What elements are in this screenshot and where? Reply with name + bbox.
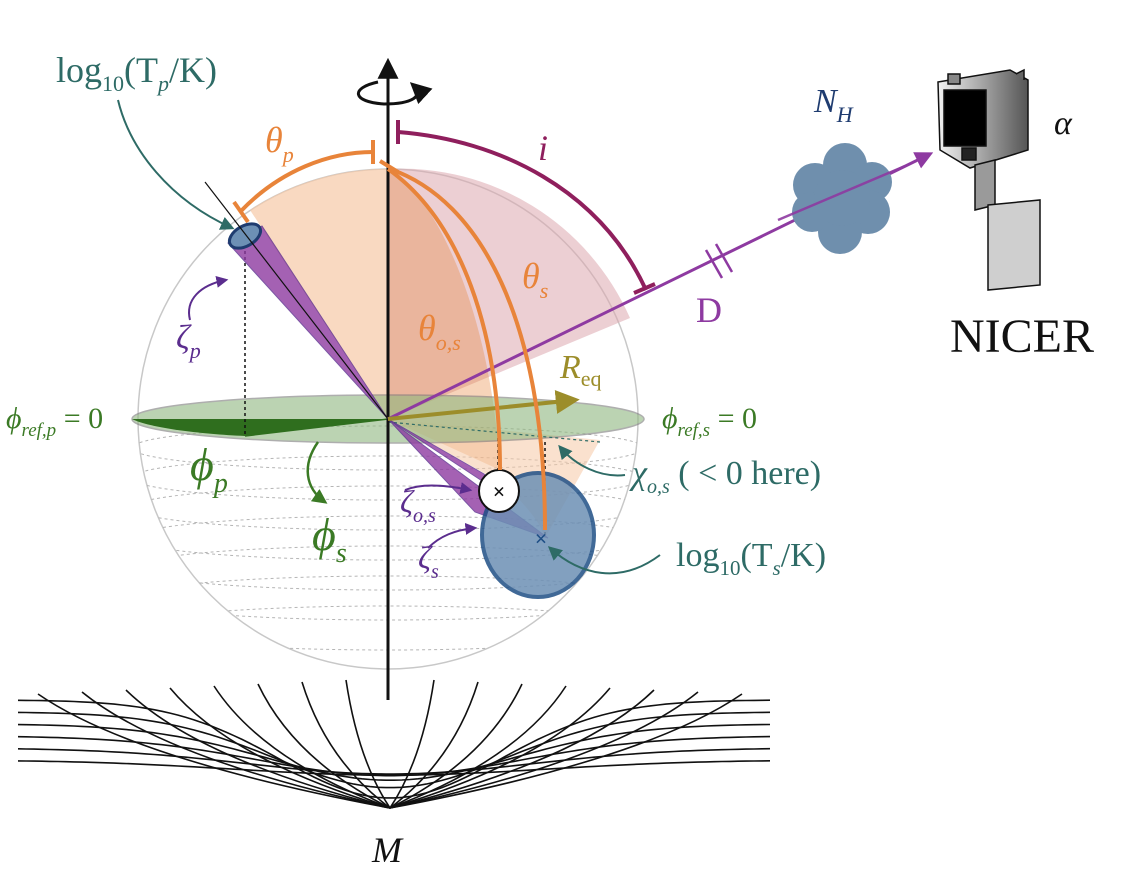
label-theta-p: θp <box>265 120 294 167</box>
svg-text:×: × <box>535 526 548 551</box>
chi-pointer-arrow <box>558 444 626 477</box>
label-phi-ref-s: ϕref,s = 0 <box>662 402 757 441</box>
zeta-s-pointer-arrow <box>427 522 478 549</box>
phi-p-wedge <box>132 419 388 436</box>
label-theta-os: θo,s <box>418 308 461 355</box>
Ts-pointer-arrow <box>547 546 661 575</box>
label-phi-p: ϕp <box>190 439 228 499</box>
label-nicer: NICER <box>950 310 1094 363</box>
Tp-pointer-arrow <box>117 99 235 230</box>
zeta-os-pointer-arrow <box>404 482 473 495</box>
label-alpha: α <box>1054 105 1073 142</box>
phi-s-pointer-arrow <box>306 441 328 504</box>
theta-s-sector <box>388 168 630 419</box>
equatorial-radius-arrow <box>387 390 580 421</box>
absorption-cloud-icon <box>792 143 892 254</box>
theta-p-sector <box>250 168 388 419</box>
label-zeta-p: ζp <box>176 319 201 363</box>
label-log-Tp: log10(Tp/K) <box>56 50 217 96</box>
label-phi-s: ϕs <box>312 509 347 569</box>
label-zeta-s: ζs <box>418 539 439 583</box>
label-mass: M <box>371 830 404 870</box>
theta-s-arc <box>389 167 547 531</box>
label-chi-os: χo,s ( < 0 here) <box>629 455 821 498</box>
label-theta-s: θs <box>522 256 548 303</box>
nicer-telescope-icon <box>937 68 1041 291</box>
label-zeta-os: ζo,s <box>400 483 436 527</box>
theta-os-arc <box>386 167 502 471</box>
svg-text:×: × <box>493 479 506 504</box>
theta-p-arc <box>238 150 374 214</box>
label-NH: NH <box>813 83 854 127</box>
label-inclination: i <box>538 128 548 168</box>
label-distance: D <box>696 290 722 330</box>
label-Req: Req <box>559 349 602 391</box>
label-phi-ref-p: ϕref,p = 0 <box>6 402 103 441</box>
spacetime-grid <box>17 679 771 809</box>
label-log-Ts: log10(Ts/K) <box>676 537 826 580</box>
inclination-arc <box>397 130 648 291</box>
rotation-arrow <box>356 80 433 106</box>
zeta-p-pointer-arrow <box>188 275 229 321</box>
